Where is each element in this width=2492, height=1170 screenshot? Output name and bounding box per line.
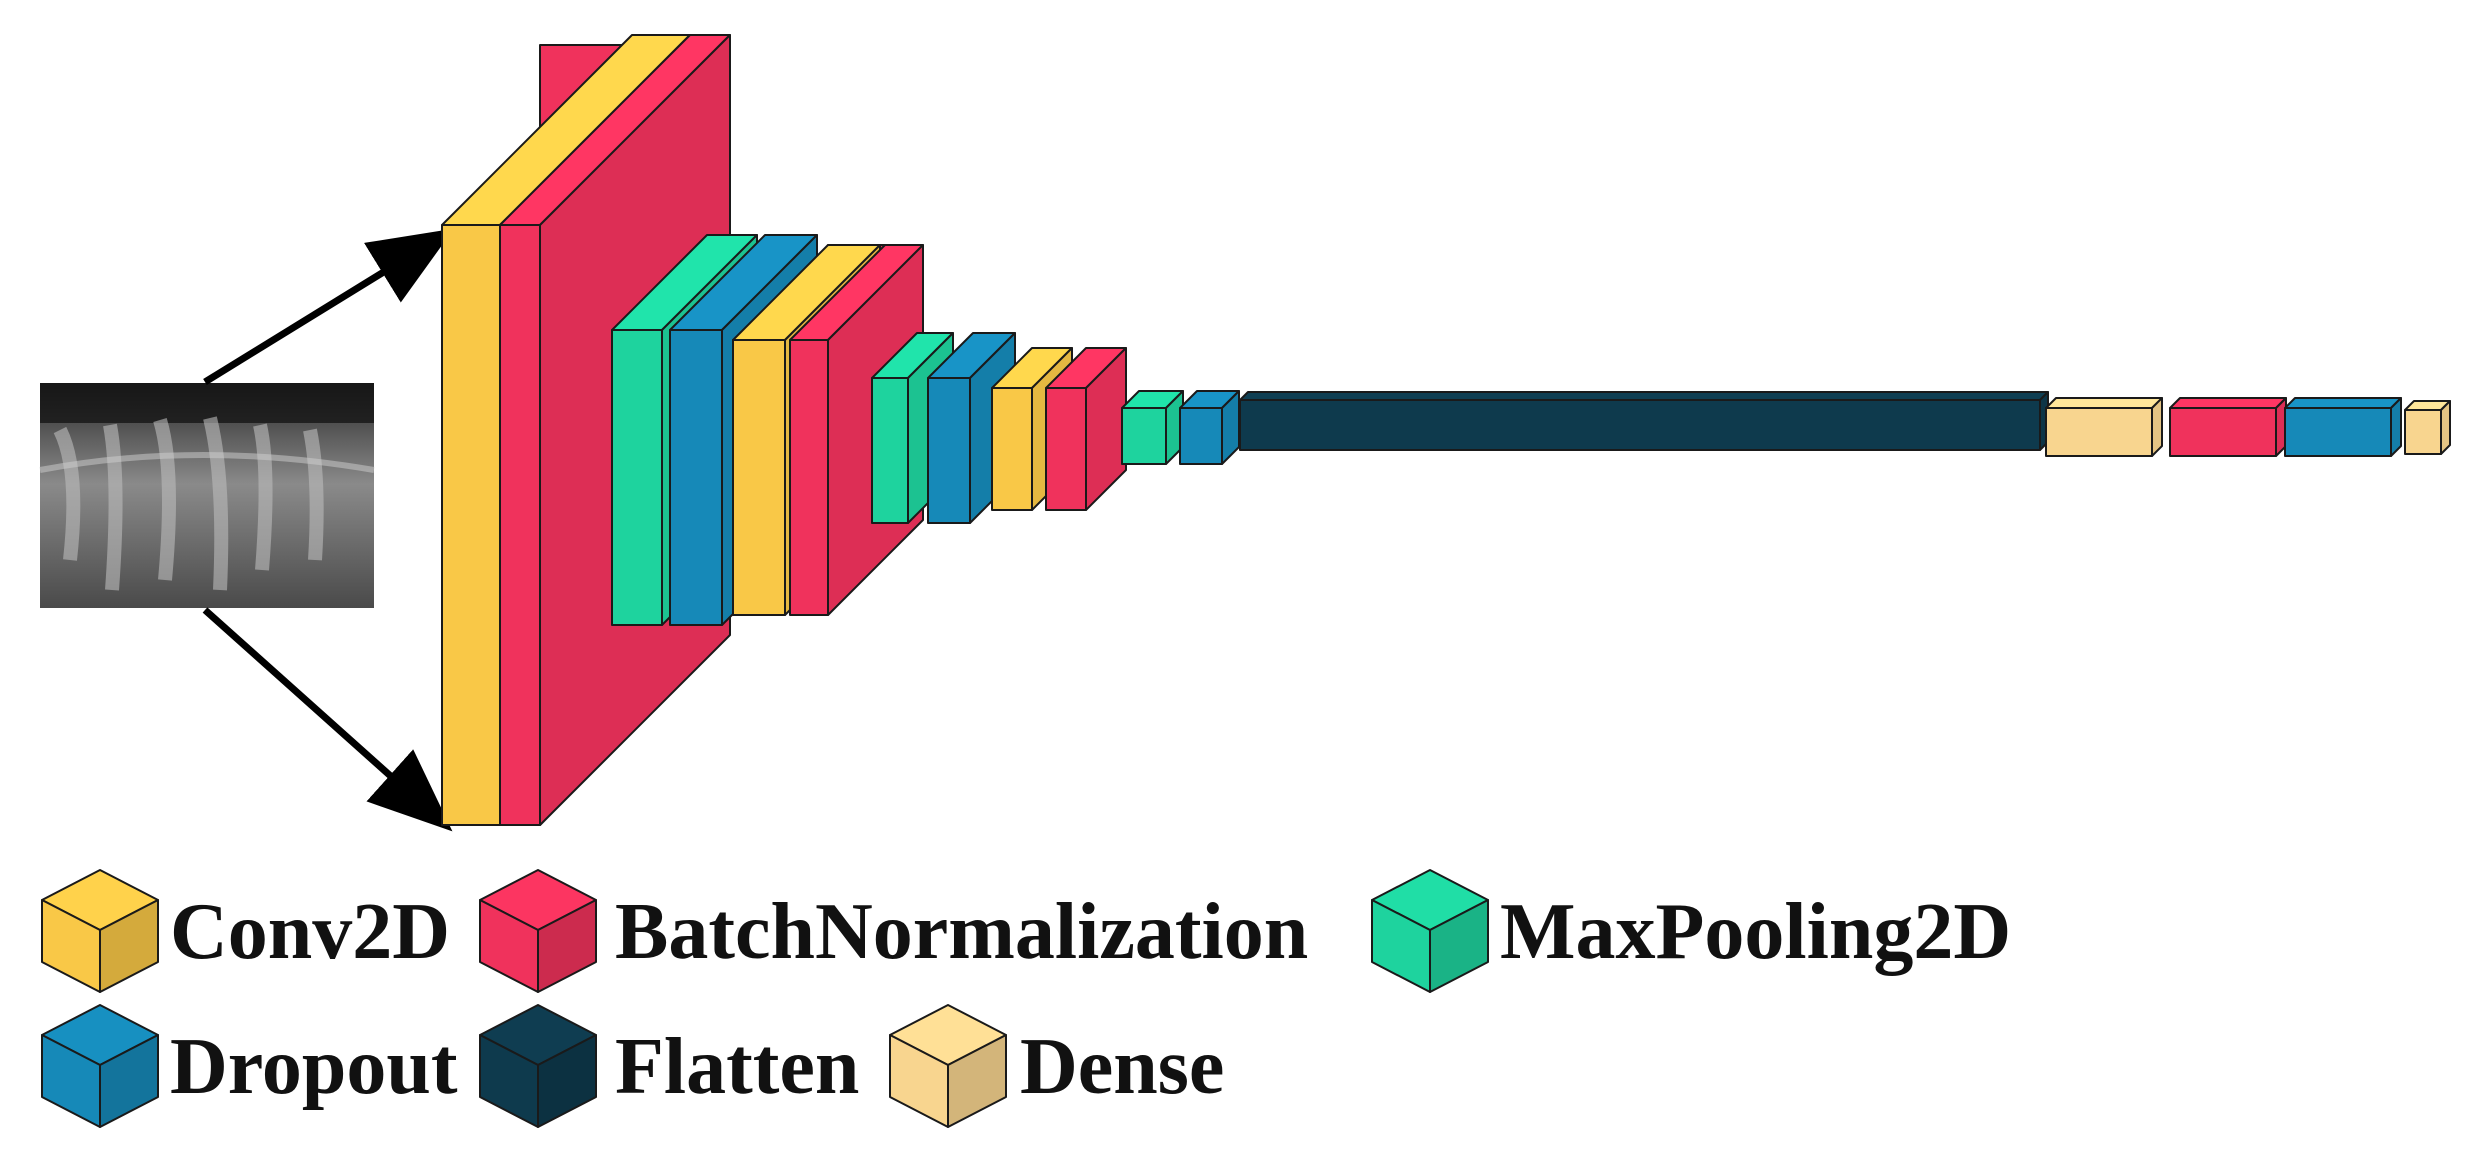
block-side [2390, 397, 2402, 457]
block-front [2284, 407, 2392, 457]
layer-dense-17 [2404, 400, 2451, 455]
cube-icon [889, 1004, 1007, 1128]
block-front [441, 224, 501, 826]
legend-label: Dense [1020, 1023, 1224, 1111]
block-front [2169, 407, 2277, 457]
block-front [611, 329, 663, 626]
cube-right [537, 899, 597, 993]
block-front [669, 329, 723, 626]
cube-right [537, 1034, 597, 1128]
layer-flatten-13 [1239, 391, 2049, 451]
cube-icon [41, 869, 159, 993]
block-front [789, 339, 829, 616]
block-top [2045, 397, 2163, 409]
block-front [1121, 407, 1167, 465]
block-front [732, 339, 786, 616]
layer-batchnormalization-10 [1045, 347, 1127, 511]
legend-item-dropout: Dropout [41, 1004, 458, 1128]
block-front [991, 387, 1033, 511]
block-top [2169, 397, 2287, 409]
legend-item-batchnormalization: BatchNormalization [479, 869, 1308, 993]
block-side [2151, 397, 2163, 457]
legend-label: Conv2D [170, 888, 450, 976]
layer-dense-14 [2045, 397, 2163, 457]
legend-label: MaxPooling2D [1500, 888, 2011, 976]
legend-label: BatchNormalization [615, 888, 1308, 976]
cube-icon [479, 1004, 597, 1128]
block-front [927, 377, 971, 524]
block-front [1179, 407, 1223, 465]
legend-item-dense: Dense [889, 1004, 1224, 1128]
block-side [2440, 400, 2451, 455]
legend-item-maxpooling2d: MaxPooling2D [1371, 869, 2011, 993]
legend: Conv2D BatchNormalization MaxPooling2D Drop… [41, 869, 2011, 1128]
arrow-to-top [203, 228, 454, 385]
input-xray-image [39, 383, 375, 608]
block-top [1239, 391, 2049, 401]
cube-icon [1371, 869, 1489, 993]
block-top [2284, 397, 2402, 409]
legend-label: Dropout [170, 1023, 458, 1111]
block-front [2404, 409, 2442, 455]
block-front [499, 224, 541, 826]
layer-blocks [441, 34, 2451, 826]
cube-right [99, 1034, 159, 1128]
layer-batchnormalization-15 [2169, 397, 2287, 457]
legend-item-conv2d: Conv2D [41, 869, 450, 993]
layer-dropout-16 [2284, 397, 2402, 457]
layer-maxpooling2d-11 [1121, 390, 1184, 465]
block-front [2045, 407, 2153, 457]
arrow-to-bottom [202, 607, 453, 832]
block-front [1239, 399, 2041, 451]
legend-label: Flatten [615, 1023, 859, 1111]
block-front [871, 377, 909, 524]
cube-right [1429, 899, 1489, 993]
block-front [1045, 387, 1087, 511]
cube-icon [41, 1004, 159, 1128]
legend-item-flatten: Flatten [479, 1004, 859, 1128]
cube-right [99, 899, 159, 993]
cube-icon [479, 869, 597, 993]
cube-right [947, 1034, 1007, 1128]
layer-dropout-12 [1179, 390, 1240, 465]
